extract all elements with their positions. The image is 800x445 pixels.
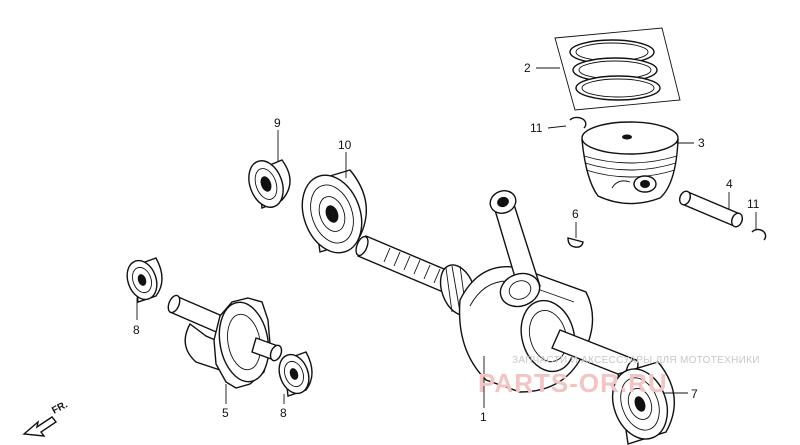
callout-4: 4	[726, 177, 733, 191]
piston-pin-clip-left	[569, 116, 587, 129]
piston-pin-clip-right	[751, 228, 767, 241]
callout-9: 9	[274, 116, 281, 130]
piston	[581, 121, 679, 205]
piston-pin	[678, 190, 744, 228]
crankshaft-assembly	[355, 190, 639, 393]
callout-11-left: 11	[530, 121, 543, 135]
bearing-large-right	[611, 361, 675, 445]
bearing-small-upper	[248, 159, 291, 209]
callout-6: 6	[572, 207, 579, 221]
callout-11-right: 11	[747, 197, 760, 211]
balancer-shaft	[167, 294, 283, 389]
callout-3: 3	[698, 136, 705, 150]
bearing-small-lower	[278, 351, 313, 397]
callout-7: 7	[691, 387, 698, 401]
woodruff-key	[567, 237, 584, 248]
bearing-small-left	[126, 257, 163, 303]
direction-label: FR.	[50, 399, 70, 416]
bearing-large-left	[301, 169, 367, 254]
callout-10: 10	[338, 138, 352, 152]
callout-2: 2	[524, 61, 531, 75]
callout-1: 1	[480, 410, 487, 424]
callout-8-lower: 8	[280, 406, 287, 420]
leader-lines	[136, 67, 757, 408]
watermark-site: PARTS-OR.RU	[478, 368, 668, 398]
watermark: ЗАПЧАСТИ И АКСЕССУАРЫ ДЛЯ МОТОТЕХНИКИ PA…	[478, 355, 760, 398]
callout-labels: 2 11 3 4 11 6 9 10 8 5 8 1 7	[133, 61, 760, 424]
watermark-tagline: ЗАПЧАСТИ И АКСЕССУАРЫ ДЛЯ МОТОТЕХНИКИ	[512, 355, 760, 366]
front-direction-arrow: FR.	[22, 399, 70, 437]
callout-8-left: 8	[133, 323, 140, 337]
piston-ring-set	[554, 27, 681, 111]
callout-5: 5	[222, 406, 229, 420]
